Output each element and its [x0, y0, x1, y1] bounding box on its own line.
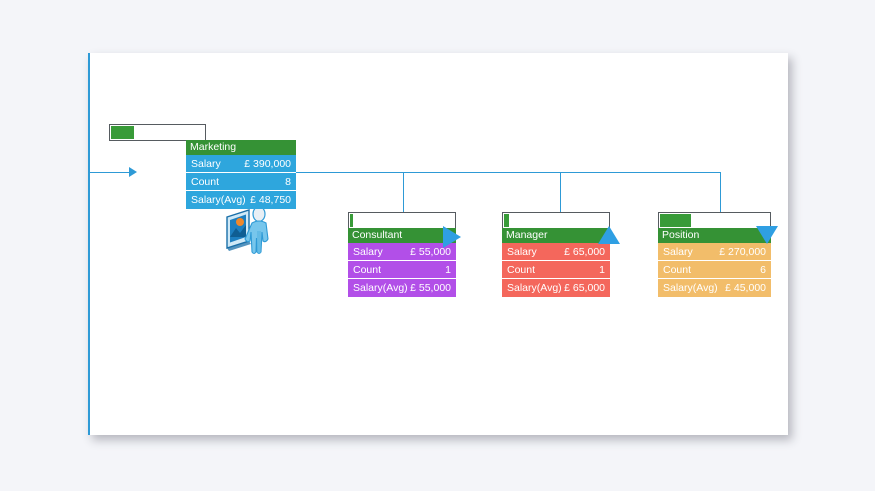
row-key: Salary — [663, 245, 693, 258]
connector-drop-manager — [560, 172, 561, 216]
row-key: Salary — [507, 245, 537, 258]
row-value: 6 — [760, 263, 766, 276]
node-row-salary: Salary £ 55,000 — [348, 243, 456, 261]
connector-drop-consultant — [403, 172, 404, 216]
node-consultant[interactable]: Consultant Salary £ 55,000 Count 1 Salar… — [348, 228, 456, 297]
connector-incoming-root — [90, 172, 130, 173]
node-body-consultant: Salary £ 55,000 Count 1 Salary(Avg) £ 55… — [348, 243, 456, 297]
node-row-count: Count 8 — [186, 173, 296, 191]
row-key: Count — [191, 175, 220, 188]
row-key: Salary(Avg) — [663, 282, 718, 294]
node-row-salary: Salary £ 270,000 — [658, 243, 771, 261]
node-marketing[interactable]: Marketing Salary £ 390,000 Count 8 Salar… — [186, 140, 296, 209]
row-key: Salary — [353, 245, 383, 258]
row-value: 1 — [599, 263, 605, 276]
node-body-manager: Salary £ 65,000 Count 1 Salary(Avg) £ 65… — [502, 243, 610, 297]
node-row-salary-avg: Salary(Avg) £ 65,000 — [502, 279, 610, 297]
node-row-count: Count 1 — [348, 261, 456, 279]
connector-bus-horizontal — [296, 172, 721, 173]
row-key: Salary(Avg) — [353, 282, 408, 294]
diagram-canvas: Marketing Salary £ 390,000 Count 8 Salar… — [88, 53, 788, 435]
progress-bar-position — [658, 212, 771, 229]
row-key: Count — [663, 263, 692, 276]
node-title-marketing: Marketing — [186, 140, 296, 155]
progress-fill-manager — [504, 214, 510, 227]
progress-bar-manager — [502, 212, 610, 229]
node-body-position: Salary £ 270,000 Count 6 Salary(Avg) £ 4… — [658, 243, 771, 297]
node-row-salary-avg: Salary(Avg) £ 45,000 — [658, 279, 771, 297]
node-title-consultant: Consultant — [348, 228, 456, 243]
person-picture-icon — [219, 201, 279, 255]
connector-drop-position — [720, 172, 721, 216]
progress-bar-marketing — [109, 124, 206, 141]
row-value: 8 — [285, 175, 291, 188]
node-title-position: Position — [658, 228, 771, 243]
row-value: £ 55,000 — [410, 245, 451, 258]
row-value: £ 45,000 — [725, 282, 766, 294]
row-key: Count — [353, 263, 382, 276]
node-row-count: Count 6 — [658, 261, 771, 279]
row-key: Salary(Avg) — [191, 194, 246, 206]
row-value: £ 270,000 — [719, 245, 766, 258]
node-position[interactable]: Position Salary £ 270,000 Count 6 Salary… — [658, 228, 771, 297]
row-value: £ 48,750 — [250, 194, 291, 206]
expand-triangle-up-icon-manager[interactable] — [598, 226, 620, 244]
row-value: £ 65,000 — [564, 282, 605, 294]
row-value: 1 — [445, 263, 451, 276]
collapse-triangle-down-icon-position[interactable] — [756, 226, 778, 244]
node-row-salary-avg: Salary(Avg) £ 55,000 — [348, 279, 456, 297]
connector-incoming-arrowhead-icon — [129, 167, 137, 177]
row-value: £ 390,000 — [244, 157, 291, 170]
expand-triangle-right-icon-consultant[interactable] — [443, 226, 461, 248]
node-row-count: Count 1 — [502, 261, 610, 279]
node-row-salary-avg: Salary(Avg) £ 48,750 — [186, 191, 296, 209]
row-value: £ 65,000 — [564, 245, 605, 258]
node-body-marketing: Salary £ 390,000 Count 8 Salary(Avg) £ 4… — [186, 155, 296, 209]
canvas-left-accent-rule — [88, 53, 90, 435]
progress-bar-consultant — [348, 212, 456, 229]
node-row-salary: Salary £ 65,000 — [502, 243, 610, 261]
node-row-salary: Salary £ 390,000 — [186, 155, 296, 173]
row-key: Salary(Avg) — [507, 282, 562, 294]
row-key: Salary — [191, 157, 221, 170]
progress-fill-marketing — [111, 126, 135, 139]
row-key: Count — [507, 263, 536, 276]
progress-fill-position — [660, 214, 691, 227]
row-value: £ 55,000 — [410, 282, 451, 294]
progress-fill-consultant — [350, 214, 354, 227]
node-manager[interactable]: Manager Salary £ 65,000 Count 1 Salary(A… — [502, 228, 610, 297]
node-title-manager: Manager — [502, 228, 610, 243]
